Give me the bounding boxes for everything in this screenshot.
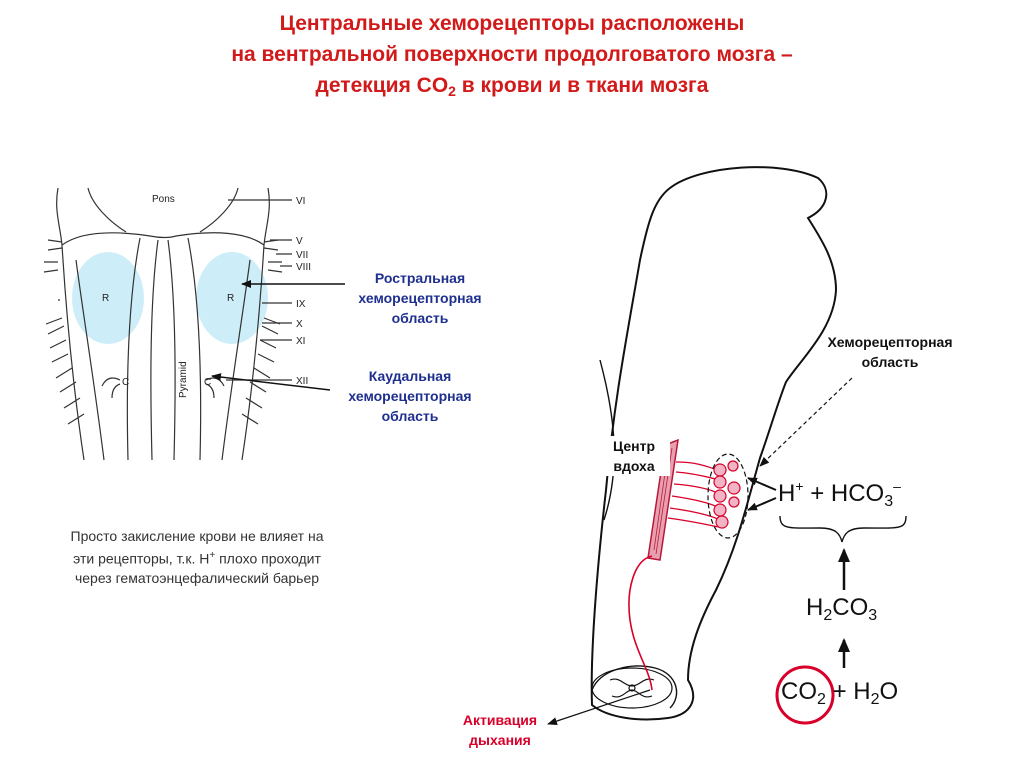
rostral-region-right (196, 252, 268, 344)
rostral-region-left (72, 252, 144, 344)
nerve-label: VI (296, 196, 305, 207)
caudal-arrow (211, 373, 331, 391)
receptor-fibers (628, 461, 725, 691)
title-line-3: детекция CO2 в крови и в ткани мозга (315, 74, 709, 99)
co2-h2o-formula: CO2 + H2O (781, 678, 899, 708)
nerve-label: X (296, 319, 303, 330)
title-line-1: Центральные хеморецепторы расположены (279, 12, 745, 35)
inspiration-center-label: Центр вдоха (598, 436, 670, 476)
chemoreceptor-zone-outline (707, 453, 749, 539)
region-c-left: C (122, 377, 129, 388)
h-plus-hco3-formula: H+ + HCO3– (778, 478, 901, 510)
h2co3-formula: H2CO3 (806, 594, 878, 624)
h-ion-arrow-upper (747, 477, 777, 491)
region-r-right: R (227, 293, 234, 304)
pyramid-label: Pyramid (178, 361, 189, 398)
cranial-nerve-labels: VI V VII VIII IX X XI XII (296, 196, 311, 387)
title-line-2: на вентральной поверхности продолговатог… (231, 43, 793, 66)
chemoreceptor-cells (713, 460, 741, 529)
region-c-right: C (204, 377, 211, 388)
chemoreceptor-area-label: Хеморецепторная область (827, 334, 953, 370)
slide-title: Центральные хеморецепторы расположены на… (0, 8, 1024, 101)
nerve-label: XII (296, 376, 308, 387)
nerve-label: V (296, 236, 303, 247)
bbb-note: Просто закисление крови не влияет на эти… (70, 528, 324, 586)
h-ion-arrow-lower (747, 497, 777, 511)
nerve-label: IX (296, 299, 306, 310)
nerve-label: XI (296, 336, 305, 347)
pons-label: Pons (152, 194, 175, 205)
chemoreceptor-label-arrow (759, 377, 853, 467)
brainstem-ventral-view (43, 187, 292, 461)
nerve-label: VIII (296, 262, 311, 273)
rostral-region-label: Ростральная хеморецепторная область (358, 270, 482, 326)
region-r-left: R (102, 293, 109, 304)
nerve-label: VII (296, 250, 308, 261)
spinal-cord-section (591, 667, 673, 709)
breathing-activation-label: Активация дыхания (462, 712, 538, 748)
activation-arrow (547, 689, 651, 725)
caudal-region-label: Каудальная хеморецепторная область (348, 368, 472, 424)
dissociation-brace (779, 515, 907, 543)
co2-highlight-circle (775, 665, 835, 725)
